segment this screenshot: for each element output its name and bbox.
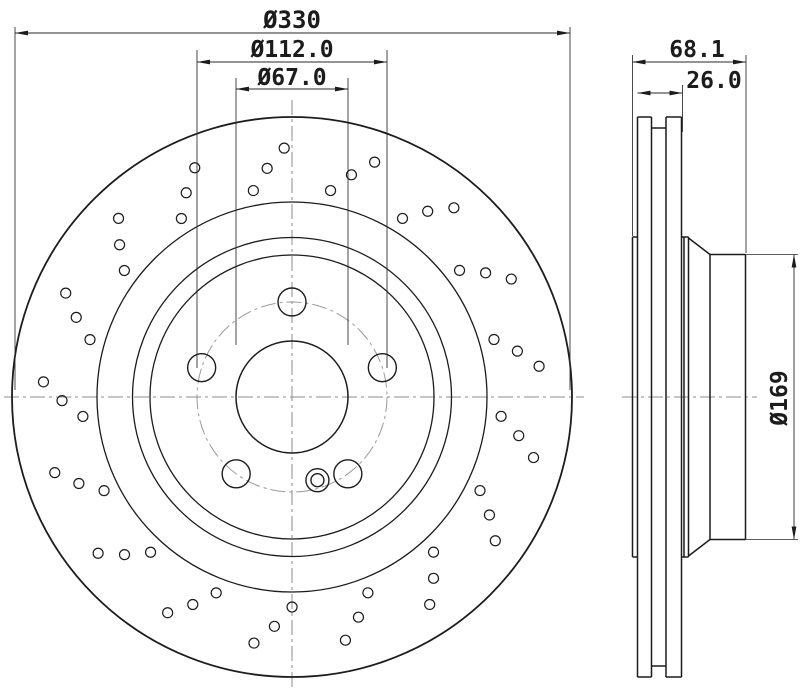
front-view (11, 116, 573, 678)
dim-label-overall-width: 68.1 (669, 37, 724, 63)
dim-arrow-outer_dia (15, 30, 28, 36)
dimension-lines (14, 27, 798, 540)
drill-hole (187, 598, 199, 611)
drill-hole (210, 587, 222, 599)
dim-arrow-thickness (669, 90, 683, 96)
dim-arrow-hat_dia (791, 526, 797, 540)
drill-hole (180, 187, 192, 199)
drill-holes (37, 142, 545, 649)
bolt-holes (186, 287, 398, 493)
drill-hole (480, 267, 492, 279)
drill-hole (489, 535, 501, 547)
drill-hole (113, 239, 126, 251)
drill-hole (278, 142, 290, 154)
band-inner-circle (96, 201, 488, 593)
drill-hole (345, 169, 358, 181)
drill-hole (483, 509, 496, 521)
drill-hole (448, 202, 460, 214)
side-view (631, 116, 747, 678)
side-profile-line (688, 237, 711, 256)
dim-arrow-bolt_circle_dia (374, 59, 387, 65)
drill-hole (474, 484, 486, 497)
drill-hole (424, 598, 436, 611)
flange-edge-circle (131, 236, 453, 558)
dim-arrow-bolt_circle_dia (197, 59, 210, 65)
drill-hole (396, 212, 409, 225)
drill-hole (369, 156, 381, 168)
dim-label-hat-diameter: Ø169 (767, 370, 793, 426)
drill-hole (427, 572, 440, 584)
drill-hole (324, 184, 337, 197)
dim-arrow-outer_dia (557, 30, 570, 36)
dim-arrow-thickness (637, 90, 651, 96)
drill-hole (286, 601, 298, 613)
drill-hole (427, 546, 440, 558)
drill-hole (112, 212, 125, 224)
drill-hole (77, 410, 89, 423)
drill-hole (73, 477, 85, 490)
drill-hole (533, 360, 545, 372)
drill-hole (98, 485, 110, 497)
dim-label-outer-diameter: Ø330 (262, 6, 321, 34)
bolt-hole (221, 459, 251, 489)
drill-hole (144, 546, 157, 558)
bolt-hole (367, 352, 398, 383)
dim-arrow-hat_dia (791, 254, 797, 268)
bolt-hole (333, 459, 363, 489)
center-bore-circle (235, 340, 349, 454)
drill-hole (189, 162, 201, 174)
centerlines (4, 100, 757, 690)
pin-hole-inner (310, 472, 325, 488)
dim-arrow-bore_dia (335, 86, 348, 92)
drill-hole (49, 467, 61, 479)
drill-hole (92, 547, 104, 559)
drill-hole (175, 212, 187, 225)
drill-hole (118, 264, 130, 277)
drill-hole (495, 410, 507, 422)
dim-label-bolt-circle-diameter: Ø112.0 (249, 37, 333, 63)
drill-hole (56, 395, 68, 407)
bolt-hole (277, 287, 307, 317)
hat-circle (149, 254, 435, 540)
outer-circle (11, 116, 573, 678)
drill-hole (162, 607, 174, 619)
drill-hole (37, 376, 50, 388)
dim-arrow-bore_dia (236, 86, 249, 92)
dim-label-thickness: 26.0 (686, 68, 741, 94)
drill-hole (339, 634, 352, 646)
drill-hole (261, 162, 273, 174)
pin-hole-outer (305, 467, 330, 493)
drill-hole (118, 549, 131, 561)
drill-hole (422, 205, 434, 217)
dim-arrow-overall_width (632, 59, 646, 65)
drill-hole (488, 333, 500, 346)
drill-hole (268, 620, 281, 632)
drill-hole (352, 611, 365, 623)
dim-label-bore-diameter: Ø67.0 (256, 65, 326, 91)
drill-hole (505, 273, 517, 285)
drill-hole (511, 345, 523, 357)
drill-hole (70, 311, 82, 323)
drill-hole (60, 287, 72, 299)
drill-hole (513, 430, 525, 442)
drill-hole (247, 184, 259, 197)
drill-hole (453, 264, 466, 277)
drill-hole (362, 587, 374, 599)
bolt-hole (186, 352, 217, 383)
drill-hole (84, 333, 96, 346)
bolt-circle-centerline (196, 301, 388, 493)
side-profile-line (688, 538, 711, 557)
dim-arrow-overall_width (733, 59, 746, 65)
drill-hole (248, 637, 260, 649)
drill-hole (527, 451, 540, 464)
